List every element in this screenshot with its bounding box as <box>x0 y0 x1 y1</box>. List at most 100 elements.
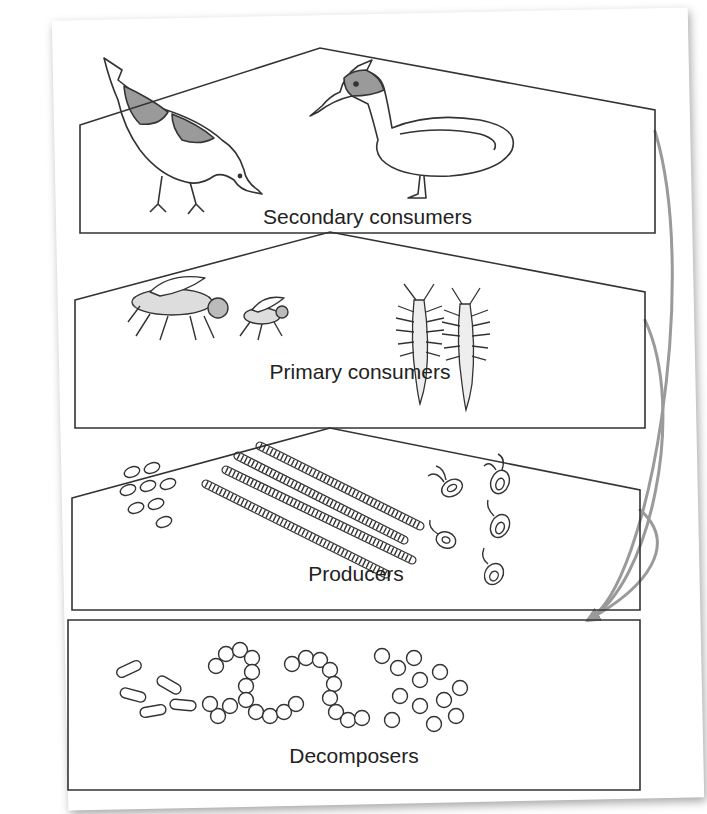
filament-drawing-part-part <box>260 446 420 526</box>
band-outline-shape <box>75 232 645 428</box>
streptococci-drawing-part <box>355 711 370 726</box>
decomposer-box: Decomposers <box>68 620 640 790</box>
flagellate-drawing-part <box>487 511 513 540</box>
algae-cells-drawing-part <box>123 465 141 480</box>
bacilli-drawing <box>115 659 196 718</box>
flagellate-drawing-part <box>430 520 438 534</box>
cocci-drawing-part <box>375 649 390 664</box>
streptococci-drawing-part <box>323 663 338 678</box>
streptococci-drawing <box>203 643 370 728</box>
streptococci-drawing-part <box>285 657 300 672</box>
fly-drawing <box>128 277 288 340</box>
cocci-drawing-part <box>391 661 406 676</box>
seagull-drawing-part <box>172 114 214 143</box>
cocci-drawing-part <box>413 673 428 688</box>
level-label: Producers <box>308 562 404 586</box>
algae-cells-drawing-part <box>127 501 145 516</box>
flagellate-drawing-part <box>434 529 458 551</box>
bacilli-drawing-part <box>115 659 143 679</box>
streptococci-drawing-part <box>327 677 342 692</box>
cocci-drawing-part <box>453 681 468 696</box>
streptococci-drawing-part <box>245 665 260 680</box>
band-outline <box>75 232 645 428</box>
bacilli-drawing-part <box>155 674 183 696</box>
flagellate-drawing-part <box>446 483 458 493</box>
flagellate-drawing-part <box>488 500 494 516</box>
duck-drawing-part <box>408 176 426 198</box>
cocci-drawing-part <box>437 693 452 708</box>
level-label: Secondary consumers <box>263 205 472 229</box>
brine-shrimp-drawing-part <box>452 288 480 304</box>
algae-cells-drawing-part <box>139 479 157 494</box>
streptococci-drawing-part <box>245 651 260 666</box>
fly-drawing-part <box>128 306 214 340</box>
fly-drawing-part <box>240 322 282 340</box>
brine-shrimp-drawing-part <box>412 300 427 404</box>
seagull-drawing <box>104 58 262 214</box>
trophic-level-band: Secondary consumers <box>80 48 655 233</box>
algae-cells-drawing-part <box>155 515 173 530</box>
cocci-drawing-part <box>385 713 400 728</box>
energy-flow-arrow <box>588 131 672 620</box>
algae-cells-drawing <box>119 461 177 530</box>
filament-drawing-part-part <box>238 456 404 540</box>
duck-drawing-part <box>354 82 358 86</box>
streptococci-drawing-part <box>289 697 304 712</box>
bacilli-drawing-part <box>139 704 166 718</box>
fly-drawing-part <box>208 298 228 318</box>
cocci-drawing-part <box>433 665 448 680</box>
filament-drawing-part-part <box>226 470 412 560</box>
brine-shrimp-drawing-part <box>458 304 473 410</box>
streptococci-drawing-part <box>239 693 254 708</box>
fly-drawing-part <box>276 306 288 318</box>
flagellate-drawing <box>428 454 513 588</box>
cocci-drawing-part <box>427 717 442 732</box>
algae-cells-drawing-part <box>143 461 161 476</box>
streptococci-drawing-part <box>263 709 278 724</box>
flagellate-drawing-part <box>488 570 500 583</box>
band-outline-shape <box>72 428 640 610</box>
filament-drawing-part-part <box>206 484 386 574</box>
streptococci-drawing-part <box>203 697 218 712</box>
filament-drawing-part <box>206 446 420 574</box>
filament-drawing-part-part <box>238 456 404 540</box>
band-outline-shape <box>80 48 655 233</box>
brine-shrimp-drawing-part <box>442 310 490 360</box>
flagellate-drawing-part <box>483 548 488 564</box>
flagellate-drawing-part <box>428 466 446 482</box>
streptococci-drawing-part <box>223 699 238 714</box>
fly-drawing-part <box>252 297 284 312</box>
filament-drawing-part-part <box>260 446 420 526</box>
filament-drawing-part-part <box>226 470 412 560</box>
trophic-level-band: Producers <box>72 428 640 610</box>
energy-flow-arrow <box>588 510 657 620</box>
cocci-drawing-part <box>413 699 428 714</box>
streptococci-drawing-part <box>219 647 234 662</box>
seagull-drawing-part <box>150 176 204 214</box>
streptococci-drawing-part <box>299 651 314 666</box>
energy-flow-arrow <box>588 320 663 620</box>
seagull-drawing-part <box>124 86 168 124</box>
bacilli-drawing-part <box>170 699 197 711</box>
filament-drawing-part-part <box>226 470 412 560</box>
streptococci-drawing-part <box>209 659 224 674</box>
filament-drawing-part <box>206 446 420 574</box>
filament-drawing <box>206 446 420 574</box>
brine-shrimp-drawing <box>396 284 490 410</box>
flagellate-drawing-part <box>494 477 506 491</box>
algae-cells-drawing-part <box>147 497 165 512</box>
streptococci-drawing-part <box>249 705 264 720</box>
seagull-drawing-part <box>104 58 262 194</box>
cocci-drawing-part <box>407 651 422 666</box>
bacilli-drawing-part <box>119 687 147 703</box>
flagellate-drawing-part <box>487 468 512 497</box>
duck-drawing-part <box>400 130 495 150</box>
streptococci-drawing-part <box>239 679 254 694</box>
flagellate-drawing-part <box>494 521 506 535</box>
algae-cells-drawing-part <box>159 477 177 492</box>
filament-drawing-part <box>206 446 420 574</box>
seagull-drawing-part <box>238 174 241 177</box>
band-outline-shape <box>68 620 640 790</box>
